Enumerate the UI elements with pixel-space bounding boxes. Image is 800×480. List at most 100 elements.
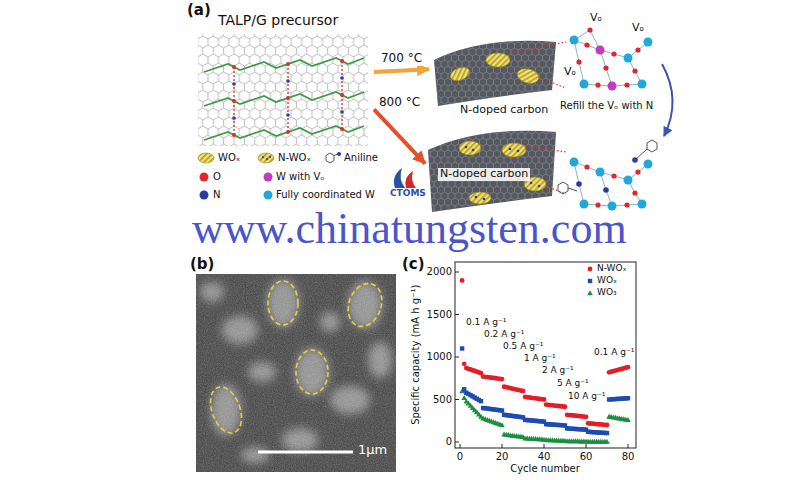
- edge-label: 800 °C: [378, 96, 421, 110]
- data-point: [499, 422, 505, 427]
- node-text: TALP/G precursor: [218, 12, 338, 28]
- tick-label: 20: [496, 451, 509, 463]
- legend-text: O: [213, 171, 221, 183]
- precursor-lattice: [340, 76, 344, 80]
- legend-text: WOₓ: [218, 152, 240, 164]
- legend-swatch: [324, 151, 342, 165]
- sem-image: [296, 350, 328, 394]
- chart-frame: [455, 357, 459, 358]
- wox-structure: [574, 30, 648, 86]
- carbon-sheet-700: [434, 41, 556, 106]
- precursor-lattice: [340, 59, 344, 63]
- wox-structure: [600, 50, 612, 86]
- sem-image: [196, 274, 396, 472]
- sem-image: [196, 274, 396, 472]
- carbon-sheet-800: [428, 131, 556, 212]
- wox-structure: [624, 82, 629, 87]
- chart-frame: [502, 444, 503, 448]
- precursor-lattice: [232, 65, 236, 69]
- legend-text: N-WOₓ: [597, 263, 627, 273]
- chart-frame: [455, 262, 636, 448]
- carbon-sheet-700: [486, 53, 510, 67]
- tick-label: 1000: [427, 351, 452, 363]
- node-region: TALP/G precursor: [196, 10, 372, 148]
- wox-structure: [644, 38, 653, 47]
- legend-swatch: [581, 262, 599, 276]
- leader-dots: [546, 186, 566, 194]
- n-wox-structure: [576, 181, 582, 187]
- chart-frame: [628, 444, 629, 448]
- node-region: N-doped carbon: [430, 36, 558, 119]
- rate-label: 0.1 A g⁻¹: [466, 318, 506, 328]
- wox-structure: [570, 36, 579, 45]
- data-point: [626, 365, 631, 370]
- leader-dots: [540, 78, 566, 88]
- tick-label: 60: [580, 451, 593, 463]
- n-wox-structure: [596, 168, 605, 177]
- carbon-sheet-800: [538, 185, 541, 188]
- legend-text: Aniline: [344, 152, 378, 164]
- precursor-lattice: [340, 127, 344, 131]
- wox-structure: [632, 68, 637, 73]
- leader-dots: [510, 42, 566, 53]
- data-point: [542, 397, 547, 402]
- n-wox-structure: [584, 164, 589, 169]
- carbon-sheet-700: [449, 65, 472, 83]
- data-point: [500, 408, 504, 412]
- chart-frame: [586, 444, 587, 448]
- panel-tag: (a): [187, 2, 211, 19]
- node-text: Vₒ: [590, 12, 602, 25]
- refill-arrow: [662, 64, 673, 136]
- chart-frame: [455, 272, 459, 273]
- carbon-sheet-700: [516, 66, 541, 85]
- n-wox-structure: [570, 158, 579, 167]
- leader-dots: [526, 146, 566, 152]
- n-wox-structure: [600, 172, 612, 206]
- wox-structure: [595, 82, 600, 87]
- wox-structure: [574, 40, 648, 58]
- connector-arrow: [374, 69, 429, 72]
- data-point: [479, 399, 483, 403]
- carbon-sheet-800: [428, 131, 556, 212]
- data-point: [604, 439, 610, 444]
- n-wox-structure: [638, 200, 647, 209]
- legend-swatch: [581, 274, 599, 288]
- panel-tag: (c): [402, 256, 425, 273]
- carbon-sheet-800: [517, 150, 520, 153]
- rate-label: 0.1 A g⁻¹: [594, 348, 634, 358]
- precursor-lattice: [234, 61, 342, 135]
- tick-label: 2000: [427, 266, 452, 278]
- node-text: N-doped carbon: [458, 104, 550, 117]
- carbon-sheet-800: [459, 141, 481, 155]
- n-wox-structure: [632, 157, 638, 163]
- carbon-sheet-800: [475, 196, 478, 199]
- axis-title: Cycle number: [510, 463, 580, 475]
- tick-label: 1500: [427, 309, 452, 321]
- n-wox-structure: [624, 176, 633, 185]
- edge-label: 700 °C: [380, 52, 423, 66]
- legend-text: W with Vₒ: [276, 171, 324, 183]
- wox-structure: [596, 46, 605, 55]
- axis-title: Specific capacity (mA h g⁻¹): [410, 285, 422, 425]
- carbon-sheet-800: [469, 192, 491, 204]
- wox-structure: [635, 47, 640, 52]
- carbon-sheet-800: [483, 198, 486, 201]
- wox-structure: [584, 42, 589, 47]
- n-wox-structure: [558, 140, 657, 211]
- carbon-sheet-800: [530, 182, 533, 185]
- n-wox-structure: [576, 157, 638, 193]
- n-wox-structure: [611, 173, 616, 178]
- precursor-lattice: [232, 82, 236, 86]
- sem-image: [196, 274, 396, 472]
- carbon-sheet-700: [434, 41, 556, 106]
- carbon-sheet-800: [465, 146, 468, 149]
- n-wox-structure: [644, 160, 653, 169]
- ctoms-logo: [394, 168, 416, 188]
- data-point: [460, 278, 465, 283]
- sem-image: [205, 279, 388, 437]
- n-wox-structure: [558, 182, 568, 194]
- tick-label: 80: [622, 451, 635, 463]
- node-text: Vₒ: [564, 66, 576, 79]
- precursor-lattice: [286, 130, 290, 134]
